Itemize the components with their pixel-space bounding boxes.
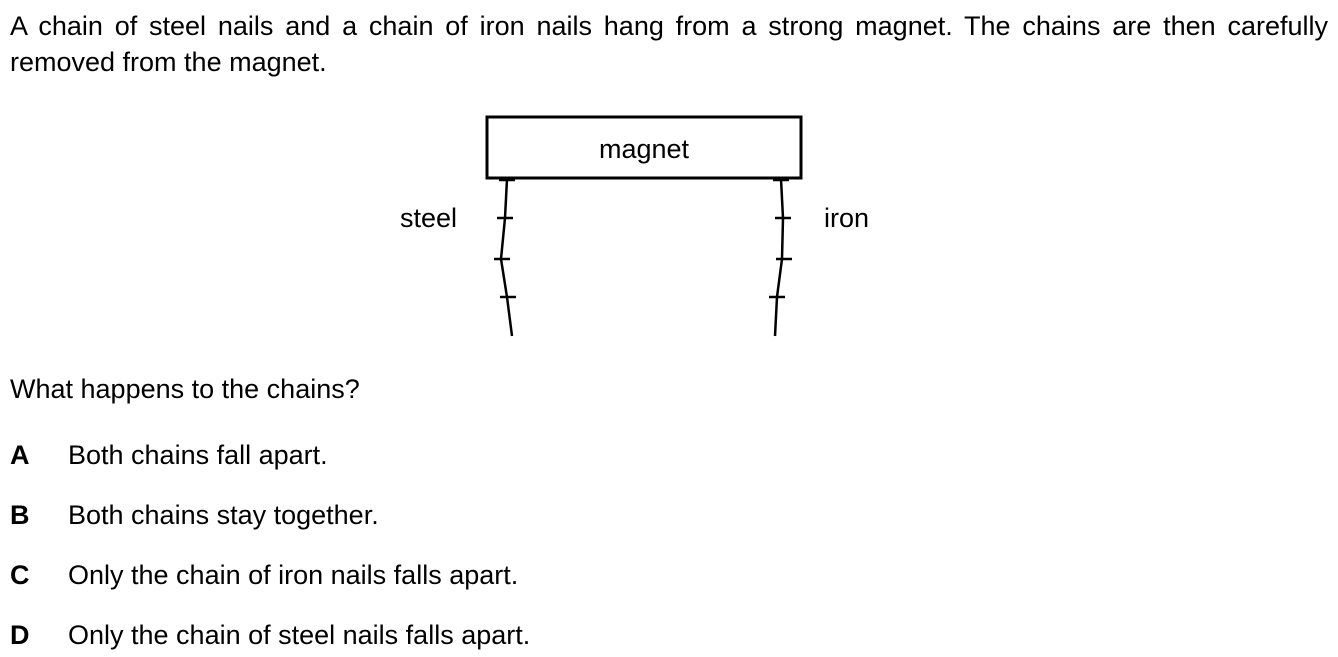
option-letter: A: [10, 440, 30, 470]
option-letter: B: [10, 500, 30, 530]
option-text: Both chains fall apart.: [68, 440, 328, 470]
option-d[interactable]: D Only the chain of steel nails falls ap…: [10, 618, 530, 652]
option-letter: D: [10, 620, 30, 650]
steel-label: steel: [400, 203, 457, 233]
option-b[interactable]: B Both chains stay together.: [10, 498, 379, 532]
question-prompt: What happens to the chains?: [10, 374, 360, 404]
question-intro: A chain of steel nails and a chain of ir…: [10, 11, 1328, 77]
option-text: Both chains stay together.: [68, 500, 379, 530]
option-c[interactable]: C Only the chain of iron nails falls apa…: [10, 558, 518, 592]
option-a[interactable]: A Both chains fall apart.: [10, 438, 328, 472]
option-text: Only the chain of steel nails falls apar…: [68, 620, 531, 650]
option-text: Only the chain of iron nails falls apart…: [68, 560, 519, 590]
magnet-box: [485, 115, 803, 180]
steel-nail-chain: [494, 178, 516, 337]
magnet-label: magnet: [599, 134, 690, 164]
option-letter: C: [10, 560, 30, 590]
iron-label: iron: [824, 203, 869, 233]
iron-nail-chain: [769, 178, 792, 337]
